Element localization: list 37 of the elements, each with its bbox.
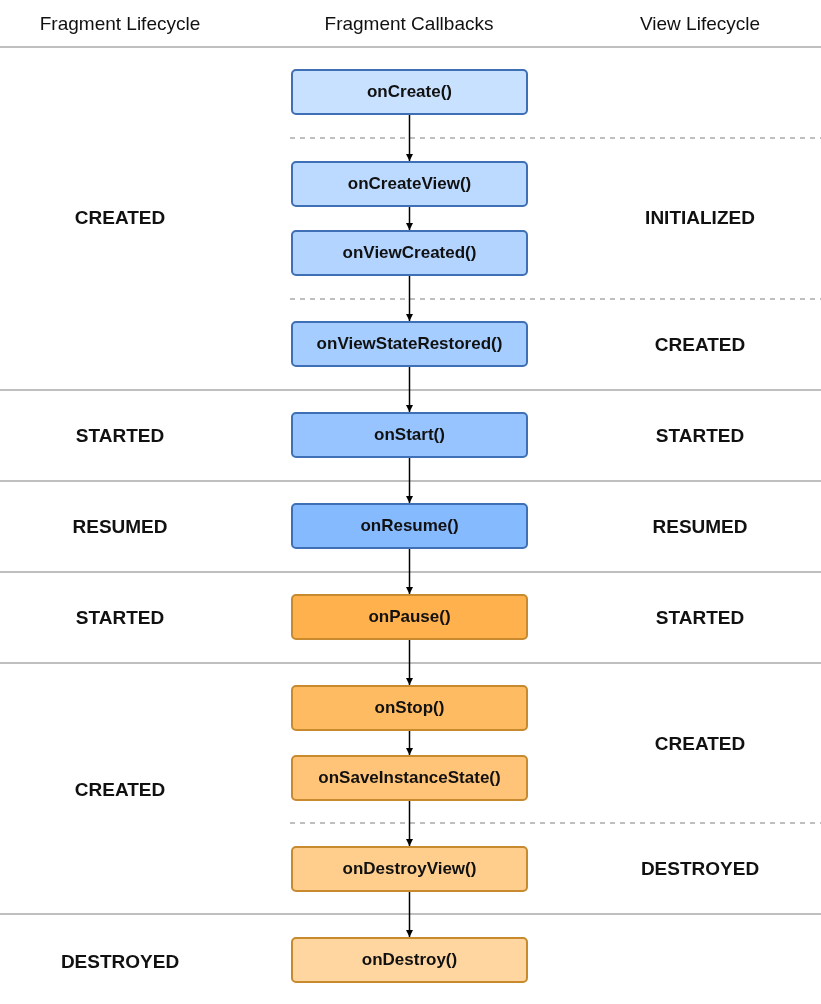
callback-box: onSaveInstanceState() bbox=[291, 755, 528, 801]
arrow bbox=[406, 800, 413, 847]
state-label: INITIALIZED bbox=[645, 207, 755, 229]
state-label: STARTED bbox=[655, 607, 745, 629]
callback-box: onCreate() bbox=[291, 69, 528, 115]
column-header: Fragment Lifecycle bbox=[39, 13, 201, 35]
state-label: STARTED bbox=[75, 607, 165, 629]
callback-box: onDestroyView() bbox=[291, 846, 528, 892]
callback-box: onViewCreated() bbox=[291, 230, 528, 276]
callback-box: onViewStateRestored() bbox=[291, 321, 528, 367]
state-label: DESTROYED bbox=[640, 858, 760, 880]
callback-box: onStop() bbox=[291, 685, 528, 731]
column-header: Fragment Callbacks bbox=[324, 13, 494, 35]
state-label: CREATED bbox=[74, 779, 166, 801]
state-label: STARTED bbox=[655, 425, 745, 447]
arrow bbox=[406, 548, 413, 595]
arrow bbox=[406, 639, 413, 686]
state-label: RESUMED bbox=[72, 516, 168, 538]
callback-box: onCreateView() bbox=[291, 161, 528, 207]
state-label: STARTED bbox=[75, 425, 165, 447]
callback-box: onPause() bbox=[291, 594, 528, 640]
arrow bbox=[406, 730, 413, 756]
arrow bbox=[406, 366, 413, 413]
state-label: CREATED bbox=[654, 334, 746, 356]
state-label: CREATED bbox=[654, 733, 746, 755]
callback-box: onDestroy() bbox=[291, 937, 528, 983]
column-header: View Lifecycle bbox=[640, 13, 760, 35]
arrow bbox=[406, 114, 413, 162]
state-label: CREATED bbox=[74, 207, 166, 229]
state-label: DESTROYED bbox=[60, 951, 180, 973]
arrow bbox=[406, 457, 413, 504]
arrow bbox=[406, 275, 413, 322]
arrow bbox=[406, 891, 413, 938]
arrow bbox=[406, 206, 413, 231]
callback-box: onResume() bbox=[291, 503, 528, 549]
state-label: RESUMED bbox=[652, 516, 748, 538]
callback-box: onStart() bbox=[291, 412, 528, 458]
